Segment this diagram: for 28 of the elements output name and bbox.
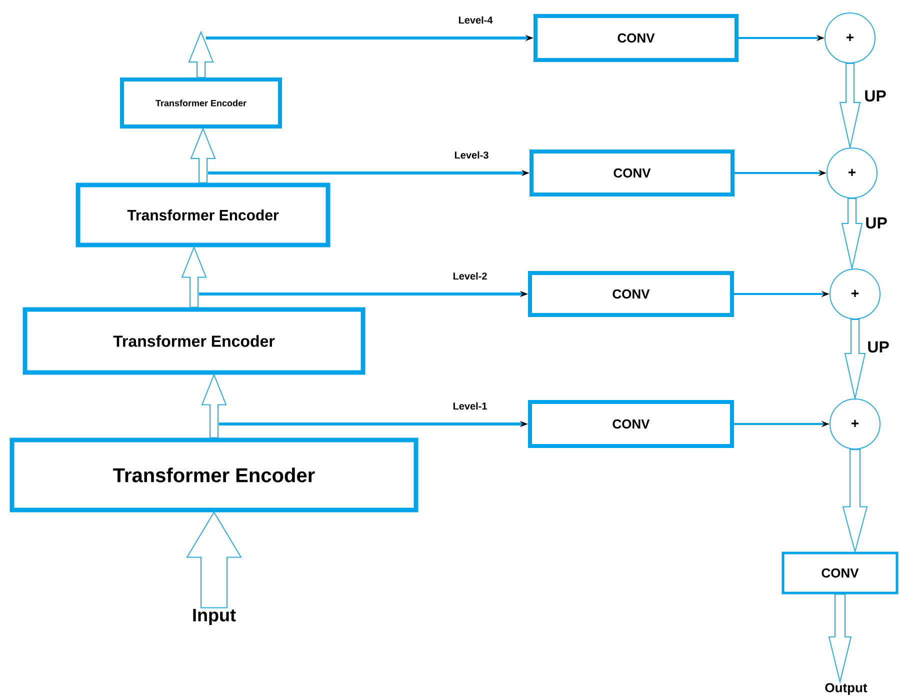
edge-label: Level-4 bbox=[458, 16, 493, 24]
edge-label: UP bbox=[866, 217, 887, 229]
hollow-arrow bbox=[844, 318, 866, 401]
edge-label: UP bbox=[868, 341, 889, 353]
conv-box: CONV bbox=[528, 400, 734, 448]
hollow-arrow bbox=[186, 511, 242, 608]
hollow-arrow bbox=[828, 594, 852, 684]
hollow-arrow bbox=[181, 246, 207, 308]
hollow-arrow bbox=[201, 373, 227, 438]
io-label: Input bbox=[193, 608, 236, 626]
hollow-arrow bbox=[188, 30, 214, 78]
encoder-box: Transformer Encoder bbox=[76, 182, 330, 248]
encoder-box: Transformer Encoder bbox=[120, 77, 282, 128]
conv-box: CONV bbox=[534, 14, 738, 62]
edge-label: Level-2 bbox=[453, 272, 487, 280]
hollow-arrow bbox=[841, 198, 863, 271]
conv-box: CONV bbox=[782, 552, 898, 594]
edge-label: Level-1 bbox=[453, 402, 487, 410]
hollow-arrow bbox=[839, 62, 861, 150]
encoder-box: Transformer Encoder bbox=[10, 438, 418, 512]
conv-box: CONV bbox=[528, 270, 734, 317]
hollow-arrow bbox=[190, 127, 216, 184]
hollow-arrow bbox=[842, 448, 868, 554]
edge-label: UP bbox=[865, 90, 886, 102]
edge-label: Level-3 bbox=[454, 151, 488, 159]
conv-box: CONV bbox=[530, 149, 734, 196]
encoder-box: Transformer Encoder bbox=[22, 307, 366, 375]
io-label: Output bbox=[825, 683, 868, 695]
